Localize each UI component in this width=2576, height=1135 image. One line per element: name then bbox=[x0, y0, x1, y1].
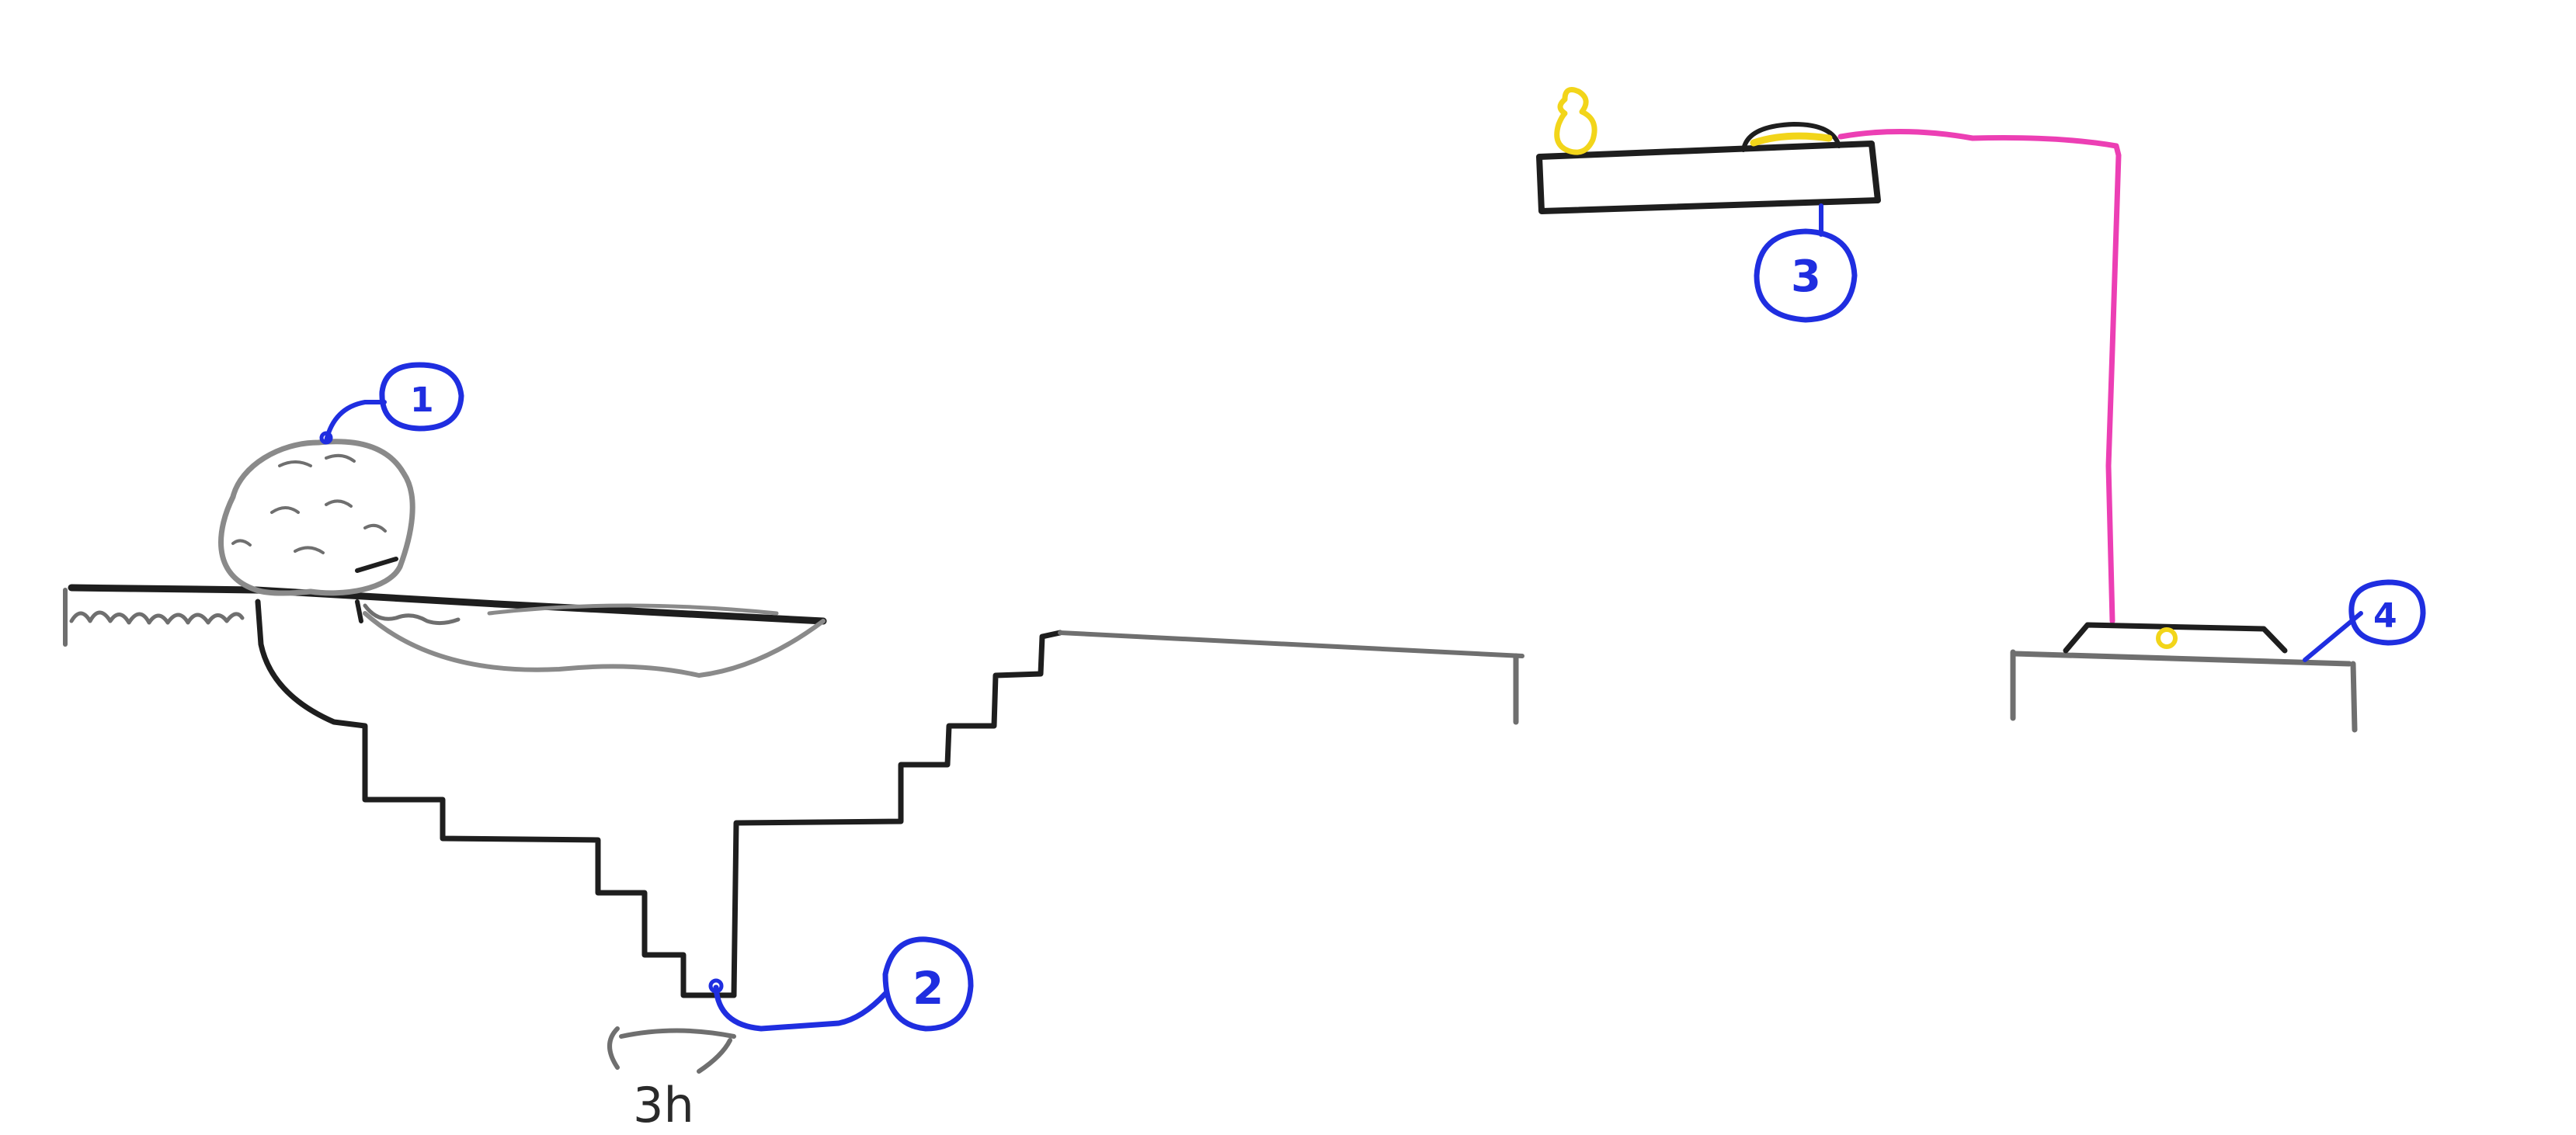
left-ledge bbox=[65, 588, 823, 675]
callout-1: 1 bbox=[322, 365, 461, 443]
callout-4: 4 bbox=[2305, 582, 2423, 660]
callout-4-label: 4 bbox=[2373, 596, 2397, 636]
pit-spring bbox=[610, 1029, 734, 1071]
boulder bbox=[221, 442, 413, 593]
key-item bbox=[1557, 90, 1594, 153]
pit-note: 3h bbox=[633, 1077, 694, 1133]
right-platform bbox=[2013, 652, 2355, 730]
callout-3: 3 bbox=[1757, 206, 1855, 320]
callout-3-label: 3 bbox=[1791, 252, 1821, 302]
wire bbox=[1841, 131, 2119, 621]
pressure-button-bottom bbox=[2066, 625, 2285, 651]
floating-platform bbox=[1539, 144, 1878, 211]
stair-pit bbox=[258, 602, 1522, 995]
callout-2: 2 bbox=[711, 939, 971, 1029]
callout-1-label: 1 bbox=[410, 380, 434, 420]
callout-2-label: 2 bbox=[913, 962, 944, 1015]
